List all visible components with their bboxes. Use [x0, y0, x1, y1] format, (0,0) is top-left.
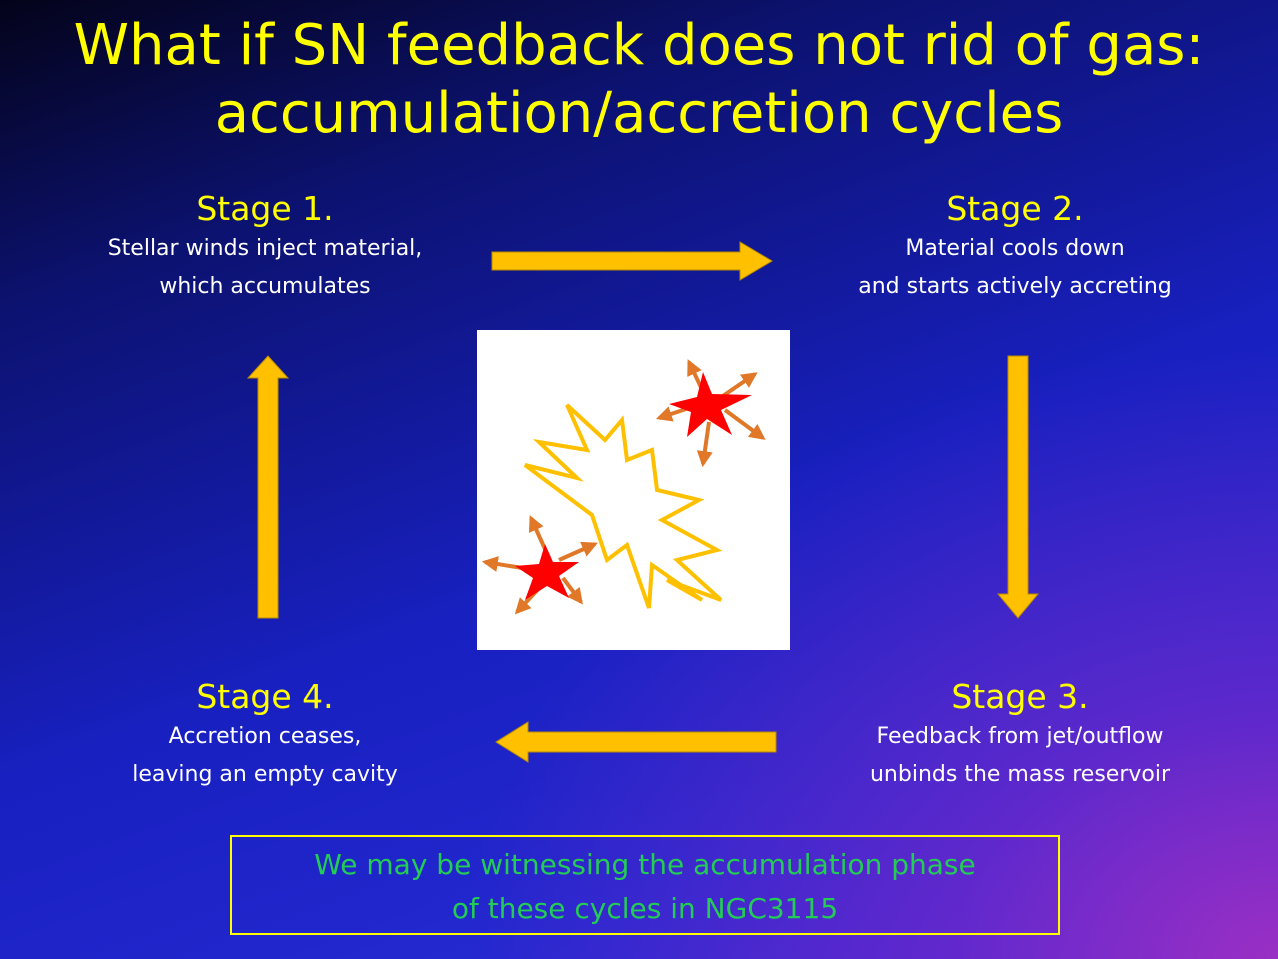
- arrow-right-icon: [491, 241, 773, 281]
- star-cluster-upper-icon: [655, 359, 766, 468]
- stage-4: Stage 4. Accretion ceases, leaving an em…: [60, 676, 470, 794]
- title-line-1: What if SN feedback does not rid of gas:: [73, 13, 1205, 78]
- stage-4-line-2: leaving an empty cavity: [132, 762, 398, 787]
- stage-2-line-1: Material cools down: [905, 236, 1125, 261]
- stage-4-heading: Stage 4.: [196, 677, 334, 716]
- stage-1-heading: Stage 1.: [196, 189, 334, 228]
- stage-1-line-2: which accumulates: [159, 274, 371, 299]
- stage-1-line-1: Stellar winds inject material,: [107, 236, 423, 261]
- supernova-illustration: [477, 330, 790, 650]
- stage-1: Stage 1. Stellar winds inject material, …: [60, 188, 470, 306]
- conclusion-line-2: of these cycles in NGC3115: [451, 892, 839, 925]
- stage-4-line-1: Accretion ceases,: [168, 724, 362, 749]
- stage-3-line-2: unbinds the mass reservoir: [869, 762, 1171, 787]
- explosion-icon: [523, 403, 723, 609]
- star-cluster-lower-icon: [481, 515, 598, 615]
- arrow-up-icon: [246, 355, 290, 619]
- stage-2-line-2: and starts actively accreting: [858, 274, 1172, 299]
- stage-2-heading: Stage 2.: [946, 189, 1084, 228]
- title-line-2: accumulation/accretion cycles: [214, 81, 1064, 146]
- stage-3-line-1: Feedback from jet/outflow: [876, 724, 1164, 749]
- stage-3-heading: Stage 3.: [951, 677, 1089, 716]
- stage-2: Stage 2. Material cools down and starts …: [810, 188, 1220, 306]
- slide-title: What if SN feedback does not rid of gas:…: [0, 12, 1278, 148]
- arrow-left-icon: [495, 721, 777, 763]
- conclusion-line-1: We may be witnessing the accumulation ph…: [314, 848, 976, 881]
- arrow-down-icon: [996, 355, 1040, 619]
- conclusion-box: We may be witnessing the accumulation ph…: [230, 835, 1060, 935]
- stage-3: Stage 3. Feedback from jet/outflow unbin…: [810, 676, 1230, 794]
